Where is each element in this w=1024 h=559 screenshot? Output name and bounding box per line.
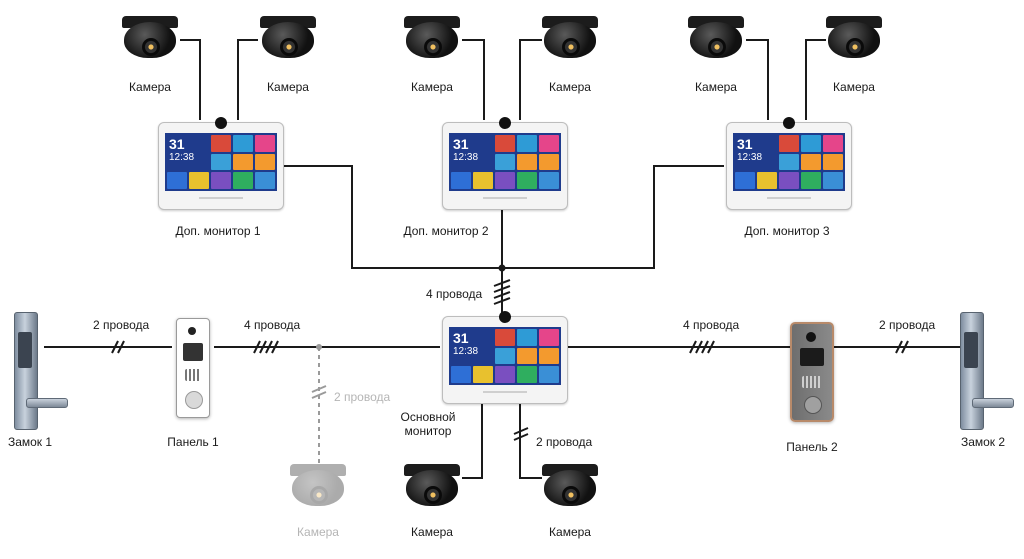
- dome-camera-icon: [120, 14, 180, 62]
- wire-mon1-bus: [282, 165, 502, 269]
- dome-camera-icon: [258, 14, 318, 62]
- camera-label: Камера: [411, 525, 453, 539]
- wire-label-2-lock1: 2 провода: [93, 318, 150, 332]
- extra-monitor-2-label: Доп. монитор 2: [403, 224, 489, 238]
- wire-mon3-bus: [502, 165, 724, 269]
- dome-camera-icon: [824, 14, 884, 62]
- wire-cam-mon3-a: [746, 39, 769, 120]
- wire-label-4-panel1: 4 провода: [244, 318, 301, 332]
- door-lock-2-icon: [960, 312, 1018, 430]
- wire-label-2-optional: 2 провода: [334, 390, 391, 404]
- dome-camera-icon: [540, 14, 600, 62]
- hash-4-panel1: [253, 340, 279, 354]
- hash-4-bus: [493, 279, 511, 305]
- main-monitor-label: Основной монитор: [400, 410, 456, 438]
- camera-label: Камера: [411, 80, 453, 94]
- camera-label: Камера: [549, 525, 591, 539]
- dome-camera-icon: [686, 14, 746, 62]
- wire-main-cam-br: [519, 400, 542, 479]
- wire-cam-mon1-b: [237, 39, 258, 120]
- bus-junction: [498, 264, 506, 272]
- extra-monitor-3-label: Доп. монитор 3: [744, 224, 830, 238]
- dome-camera-icon: [540, 462, 600, 510]
- door-lock-1-icon: [14, 312, 72, 430]
- panel-1-label: Панель 1: [167, 435, 219, 449]
- lock-1-label: Замок 1: [7, 435, 53, 449]
- wire-cam-mon2-a: [462, 39, 485, 120]
- panel-2-label: Панель 2: [786, 440, 838, 454]
- hash-4-panel2: [689, 340, 715, 354]
- call-panel-1-icon: [176, 318, 210, 418]
- wire-label-4-panel2: 4 провода: [683, 318, 740, 332]
- camera-label: Камера: [267, 80, 309, 94]
- wire-label-2-bottom: 2 провода: [536, 435, 593, 449]
- camera-label: Камера: [833, 80, 875, 94]
- wire-cam-mon3-b: [805, 39, 826, 120]
- camera-label: Камера: [129, 80, 171, 94]
- wire-cam-mon2-b: [519, 39, 542, 120]
- optional-junction: [316, 344, 322, 350]
- optional-camera-label: Камера: [297, 525, 339, 539]
- camera-label: Камера: [695, 80, 737, 94]
- call-panel-2-icon: [790, 322, 834, 422]
- dome-camera-icon: [402, 462, 462, 510]
- dome-camera-icon: [402, 14, 462, 62]
- lock-2-label: Замок 2: [960, 435, 1006, 449]
- brand-logo-icon: [783, 117, 795, 129]
- hash-2-optional: [311, 385, 327, 399]
- wire-main-cam-bl: [462, 400, 483, 479]
- hash-2-bottom-cam: [513, 427, 529, 441]
- optional-dome-camera-icon: [288, 462, 348, 510]
- brand-logo-icon: [215, 117, 227, 129]
- wire-label-4-bus: 4 провода: [426, 287, 483, 301]
- hash-2-lock1: [111, 340, 125, 354]
- wire-cam-mon1-a: [180, 39, 201, 120]
- wire-label-2-lock2: 2 провода: [879, 318, 936, 332]
- brand-logo-icon: [499, 311, 511, 323]
- extra-monitor-1-label: Доп. монитор 1: [175, 224, 261, 238]
- brand-logo-icon: [499, 117, 511, 129]
- camera-label: Камера: [549, 80, 591, 94]
- hash-2-lock2: [895, 340, 909, 354]
